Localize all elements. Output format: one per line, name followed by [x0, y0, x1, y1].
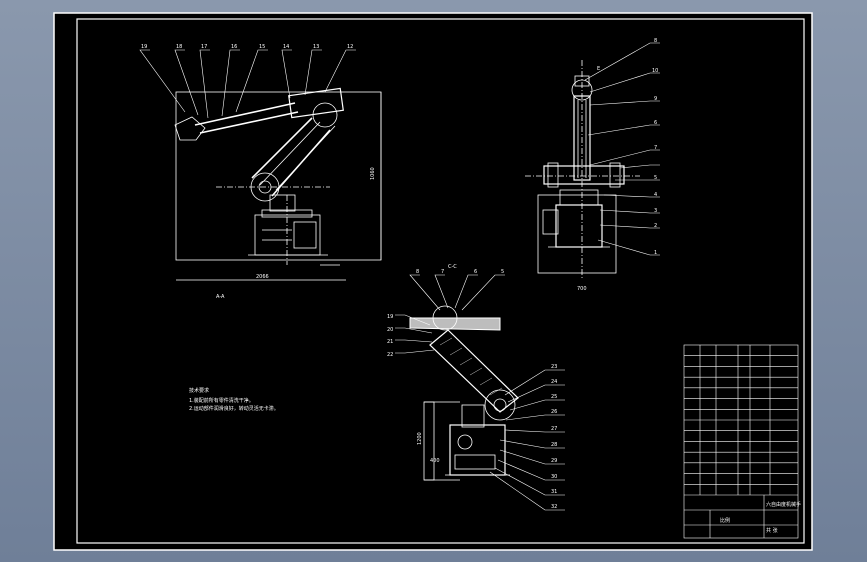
section-view: [409, 305, 519, 481]
callout-label: 28: [551, 442, 557, 448]
sheet-label: 共 张: [766, 527, 778, 534]
callout-label: 5: [501, 269, 504, 275]
section-base-dimension: 400: [430, 458, 440, 464]
front-view: [174, 87, 382, 281]
drawing-name: 六自由度机械手: [766, 501, 801, 508]
drawing-sheet: [53, 12, 813, 551]
section-forearm: [429, 329, 519, 413]
callout-label: 31: [551, 489, 557, 495]
callout-label: 18: [176, 44, 182, 50]
section-view-callout-labels: 8 7 6 5 19 20 21 22 23 24 25 26 27 28 29…: [387, 264, 557, 510]
side-view-leaders: [584, 42, 660, 256]
callout-label: 24: [551, 379, 557, 385]
callout-label: 6: [654, 120, 657, 126]
title-block: [683, 344, 799, 539]
callout-label: 19: [141, 44, 147, 50]
side-view: [525, 60, 640, 280]
callout-label: 8: [654, 38, 657, 44]
section-height-dimension: 1200: [417, 432, 423, 445]
callout-label: 2: [654, 223, 657, 229]
front-width-dimension: 2066: [256, 274, 269, 280]
callout-label: 16: [231, 44, 237, 50]
callout-label: 30: [551, 474, 557, 480]
side-view-callout-labels: 8 10 9 6 7 5 4 3 2 1 E 700: [577, 38, 658, 292]
section-wrist-joint: [432, 305, 458, 331]
drawing-inner-border: [76, 18, 805, 544]
callout-label: 32: [551, 504, 557, 510]
callout-label: 13: [313, 44, 319, 50]
side-shoulder-axis: [543, 165, 625, 185]
callout-label: 17: [201, 44, 207, 50]
front-gripper: [174, 116, 206, 141]
callout-label: 27: [551, 426, 557, 432]
side-view-frame: [537, 194, 617, 274]
notes-title: 技术要求: [189, 387, 209, 394]
notes-line-1: 1.装配前所有零件清洗干净。: [189, 397, 254, 404]
callout-label: 15: [259, 44, 265, 50]
callout-label: 7: [654, 145, 657, 151]
section-elbow-joint: [484, 389, 516, 421]
side-view-marker: E: [597, 66, 600, 72]
technical-notes: 技术要求 1.装配前所有零件清洗干净。 2.运动部件润滑良好，转动灵活无卡滞。: [189, 387, 279, 412]
callout-label: 9: [654, 96, 657, 102]
callout-label: 7: [441, 269, 444, 275]
front-view-callout-labels: 19 18 17 16 15 14 13 12 A-A 2066 1060: [141, 44, 376, 300]
callout-label: 25: [551, 394, 557, 400]
callout-label: 21: [387, 339, 393, 345]
callout-label: 29: [551, 458, 557, 464]
front-motor-box: [293, 221, 317, 249]
callout-label: 14: [283, 44, 289, 50]
notes-line-2: 2.运动部件润滑良好，转动灵活无卡滞。: [189, 405, 279, 412]
callout-label: 3: [654, 208, 657, 214]
callout-label: 8: [416, 269, 419, 275]
callout-label: 5: [654, 175, 657, 181]
callout-label: 26: [551, 409, 557, 415]
section-view-label: C-C: [448, 264, 457, 270]
side-width-dimension: 700: [577, 286, 587, 292]
callout-label: 23: [551, 364, 557, 370]
callout-label: 22: [387, 352, 393, 358]
callout-label: 19: [387, 314, 393, 320]
scale-label: 比例: [720, 517, 730, 524]
title-block-text: 六自由度机械手 比例 共 张: [720, 501, 801, 534]
callout-label: 10: [652, 68, 658, 74]
callout-label: 1: [654, 250, 657, 256]
callout-label: 12: [347, 44, 353, 50]
callout-label: 20: [387, 327, 393, 333]
front-view-section-label: A-A: [216, 294, 225, 300]
side-motor: [542, 209, 559, 235]
front-height-dimension: 1060: [370, 167, 376, 180]
callout-label: 6: [474, 269, 477, 275]
section-view-leaders: [395, 274, 565, 511]
front-view-leaders: [139, 49, 356, 119]
callout-label: 4: [654, 192, 657, 198]
